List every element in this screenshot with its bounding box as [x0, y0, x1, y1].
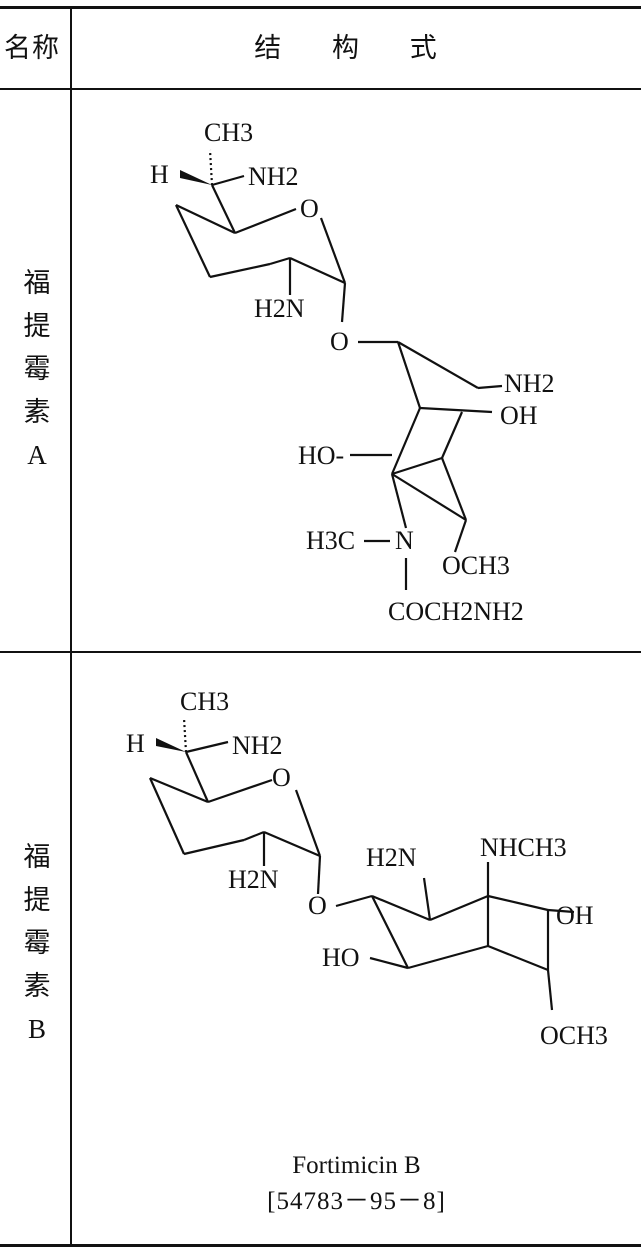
structure-b-atoms: CH3 H NH2 O H2N O H2N NHCH3 OH HO OCH3: [126, 687, 608, 1050]
english-name: Fortimicin B: [292, 1152, 421, 1179]
name-char: 提: [23, 311, 51, 341]
atom-label: NH2: [232, 731, 283, 760]
wedge-bond: [156, 738, 186, 752]
atom-label: COCH2NH2: [388, 597, 524, 626]
column-divider: [70, 6, 72, 1246]
wedge-bond: [180, 170, 212, 185]
name-char: 福: [23, 842, 51, 872]
structure-b-bonds: [148, 717, 575, 1011]
compound-name-b: 福 提 霉 素 B: [4, 836, 70, 1051]
atom-label: H: [150, 160, 169, 189]
atom-label: NH2: [248, 162, 299, 191]
atom-label: O: [300, 194, 319, 223]
atom-label: HO: [322, 943, 360, 972]
atom-label: OCH3: [442, 551, 510, 580]
header-rule: [0, 88, 641, 90]
name-char: 霉: [23, 354, 51, 384]
atom-label: OH: [500, 401, 538, 430]
row-divider: [0, 651, 641, 653]
atom-label: H: [126, 729, 145, 758]
atom-label: OCH3: [540, 1021, 608, 1050]
atom-label: O: [272, 763, 291, 792]
atom-label: OH: [556, 901, 594, 930]
table-top-rule: [0, 6, 641, 9]
name-char: 福: [23, 268, 51, 298]
name-char: B: [27, 1014, 46, 1044]
table-bottom-rule: [0, 1244, 641, 1247]
header-name-column: 名称: [4, 33, 60, 63]
name-char: 素: [23, 971, 51, 1001]
name-char: 霉: [23, 928, 51, 958]
atom-label: H2N: [366, 843, 417, 872]
atom-label: O: [330, 327, 349, 356]
atom-label: H2N: [228, 865, 279, 894]
atom-label: HO-: [298, 441, 344, 470]
atom-label: NHCH3: [480, 833, 567, 862]
name-char: A: [27, 440, 47, 470]
name-char: 素: [23, 397, 51, 427]
cas-number: [54783－95－8]: [267, 1188, 446, 1215]
name-char: 提: [23, 885, 51, 915]
structure-a-bonds: [175, 149, 503, 590]
structure-a-diagram: CH3 H NH2 O H2N O NH2 OH HO- H3C N OCH3 …: [150, 118, 555, 626]
atom-label: H2N: [254, 294, 305, 323]
structure-b-diagram: CH3 H NH2 O H2N O H2N NHCH3 OH HO OCH3: [126, 687, 608, 1050]
compound-name-a: 福 提 霉 素 A: [4, 262, 70, 477]
compound-b-caption: Fortimicin B [54783－95－8]: [72, 1148, 641, 1220]
atom-label: H3C: [306, 526, 355, 555]
header-structure-column: 结 构 式: [254, 33, 459, 63]
structure-a-atoms: CH3 H NH2 O H2N O NH2 OH HO- H3C N OCH3 …: [150, 118, 555, 626]
atom-label: O: [308, 891, 327, 920]
atom-label: CH3: [180, 687, 229, 716]
atom-label: CH3: [204, 118, 253, 147]
atom-label: N: [395, 526, 414, 555]
atom-label: NH2: [504, 369, 555, 398]
